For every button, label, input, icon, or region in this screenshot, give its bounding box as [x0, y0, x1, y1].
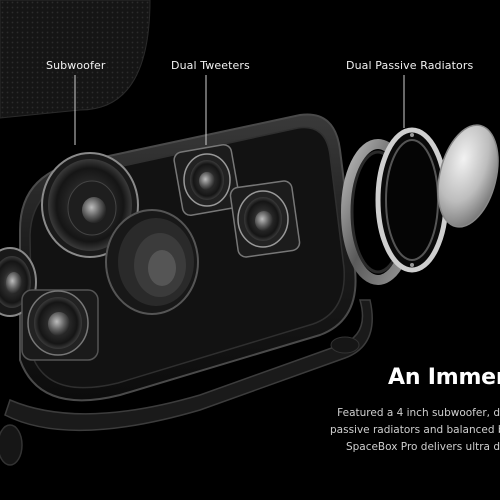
description: Featured a 4 inch subwoofer, d passive r…: [330, 405, 500, 456]
headline: An Immers: [388, 365, 500, 390]
subwoofer-label: Subwoofer: [46, 59, 106, 72]
passive-radiator-frame: [375, 127, 449, 273]
woofer-driver-center: [105, 209, 199, 315]
dual-passive-radiators-label: Dual Passive Radiators: [346, 59, 474, 72]
description-line: Featured a 4 inch subwoofer, d: [337, 407, 500, 419]
description-line: SpaceBox Pro delivers ultra d: [345, 441, 500, 453]
dual-tweeters-label: Dual Tweeters: [171, 59, 250, 72]
passive-radiator-disc: [437, 124, 499, 228]
speaker-grille: [0, 0, 151, 119]
tweeter-driver-1: [173, 143, 241, 217]
description-line: passive radiators and balanced b: [330, 424, 500, 436]
woofer-driver-lower: [21, 289, 99, 361]
tweeter-driver-2: [229, 180, 301, 258]
